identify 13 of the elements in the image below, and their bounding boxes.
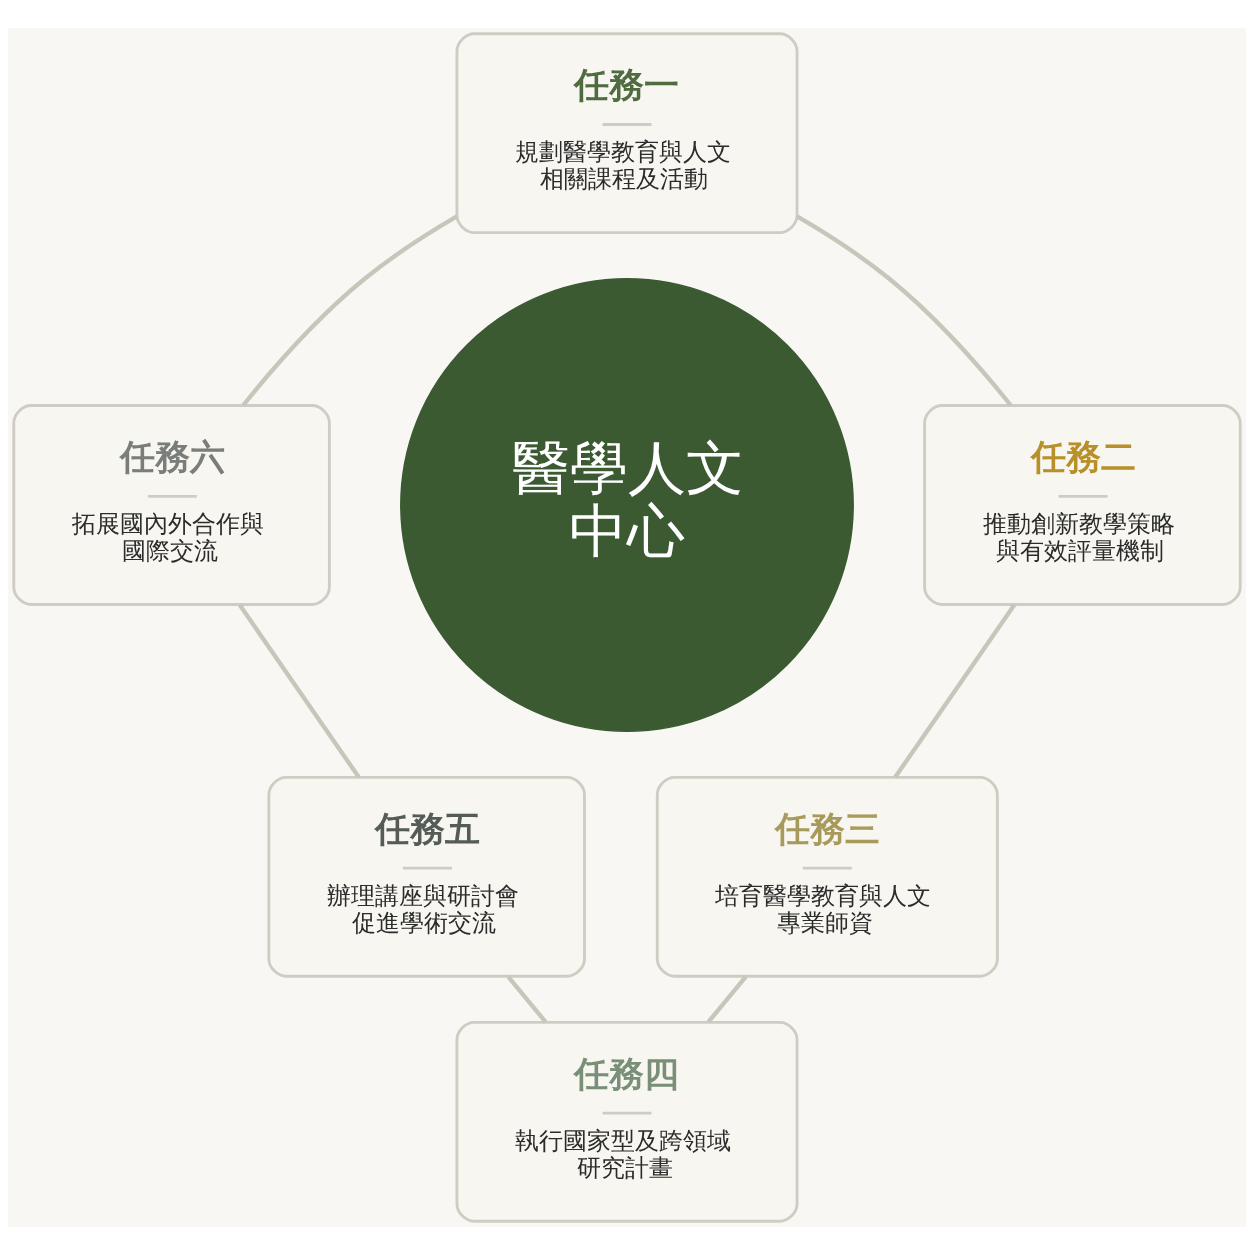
connector — [237, 603, 361, 778]
connector — [706, 974, 748, 1023]
connector — [241, 214, 458, 407]
node-box: 任務一 規劃醫學教育與人文相關課程及活動 — [455, 31, 799, 234]
connector — [506, 974, 548, 1023]
node-box: 任務四 執行國家型及跨領域研究計畫 — [455, 1020, 799, 1223]
node-box: 任務五 辦理講座與研討會促進學術交流 — [267, 775, 586, 978]
node-box: 任務六 拓展國內外合作與國際交流 — [12, 403, 331, 606]
node-box: 任務三 培育醫學教育與人文專業師資 — [655, 775, 999, 978]
node-box: 任務二 推動創新教學策略與有效評量機制 — [923, 403, 1242, 606]
connector — [893, 603, 1017, 778]
connector — [796, 214, 1013, 407]
node-circle: 醫學人文中心 — [400, 277, 854, 732]
